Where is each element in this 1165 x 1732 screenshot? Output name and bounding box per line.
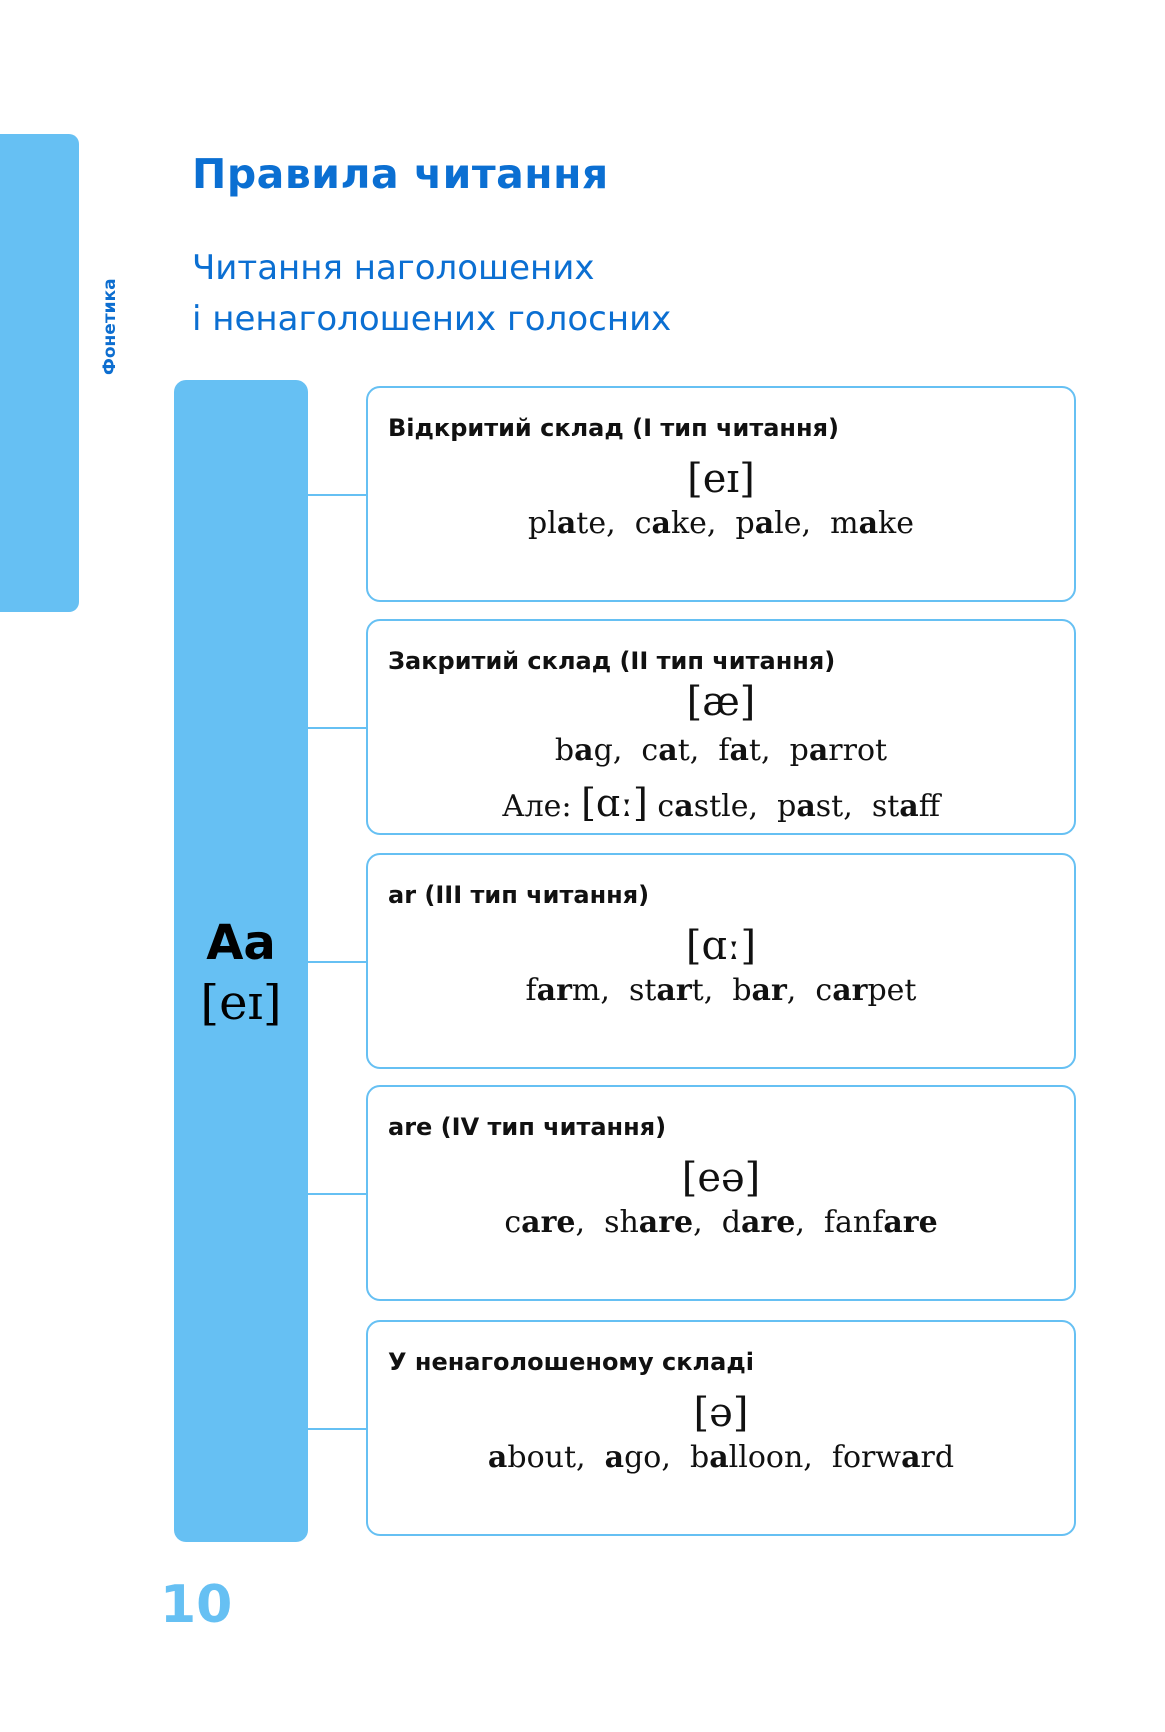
- example-word: parrot: [789, 733, 888, 768]
- example-word: start: [628, 973, 704, 1008]
- example-word: farm: [525, 973, 601, 1008]
- example-word: care: [504, 1205, 576, 1240]
- example-word: dare: [721, 1205, 796, 1240]
- rule-card: Відкритий склад (I тип читання) [eɪ] pla…: [366, 386, 1076, 602]
- rule-heading: ar (III тип читання): [388, 881, 650, 909]
- rule-card: У ненаголошеному складі [ə] about, ago, …: [366, 1320, 1076, 1536]
- rule-sound: [ə]: [693, 1390, 749, 1436]
- example-word: cake: [634, 506, 707, 541]
- rule-heading: Відкритий склад (I тип читання): [388, 414, 839, 442]
- example-words: bag, cat, fat, parrot: [554, 733, 888, 768]
- rule-card: Закритий склад (II тип читання) [æ] bag,…: [366, 619, 1076, 835]
- page-subtitle: Читання наголошених і ненаголошених голо…: [192, 243, 671, 345]
- rule-heading: are (IV тип читання): [388, 1113, 667, 1141]
- example-word: forward: [831, 1440, 955, 1475]
- exception-line: Але: [ɑː] castle, past, staff: [501, 781, 941, 825]
- subtitle-line: і ненаголошених голосних: [192, 299, 672, 339]
- exception-sound: [ɑː]: [581, 781, 648, 825]
- letter-sound: [eɪ]: [200, 975, 282, 1031]
- example-word: balloon: [689, 1440, 804, 1475]
- letter-name: Aa: [206, 915, 276, 971]
- example-words: plate, cake, pale, make: [528, 506, 914, 541]
- connector-line: [308, 961, 366, 963]
- rule-sound: [æ]: [686, 679, 756, 725]
- rule-sound: [ɑː]: [685, 923, 757, 969]
- example-word: past: [777, 789, 844, 824]
- rule-heading: Закритий склад (II тип читання): [388, 647, 836, 675]
- example-words: farm, start, bar, carpet: [525, 973, 917, 1008]
- connector-line: [308, 494, 366, 496]
- rule-card: are (IV тип читання) [eə] care, share, d…: [366, 1085, 1076, 1301]
- example-word: ago: [604, 1440, 662, 1475]
- example-word: carpet: [815, 973, 917, 1008]
- connector-line: [308, 1193, 366, 1195]
- rule-heading: У ненаголошеному складі: [388, 1348, 754, 1376]
- example-word: castle: [657, 789, 749, 824]
- example-words: care, share, dare, fanfare: [504, 1205, 938, 1240]
- rule-sound: [eɪ]: [687, 456, 755, 502]
- exception-label: Але:: [501, 789, 572, 824]
- page-title: Правила читання: [192, 150, 609, 198]
- subtitle-line: Читання наголошених: [192, 248, 595, 288]
- connector-line: [308, 1428, 366, 1430]
- example-word: staff: [871, 789, 941, 824]
- section-tab: [0, 134, 79, 612]
- example-word: bag: [554, 733, 613, 768]
- example-word: fanfare: [823, 1205, 938, 1240]
- example-word: share: [604, 1205, 694, 1240]
- example-word: make: [830, 506, 914, 541]
- example-word: about: [487, 1440, 577, 1475]
- example-word: pale: [735, 506, 802, 541]
- rule-card: ar (III тип читання) [ɑː] farm, start, b…: [366, 853, 1076, 1069]
- example-words: about, ago, balloon, forward: [487, 1440, 955, 1475]
- section-label: Фонетика: [100, 278, 120, 375]
- page-number: 10: [160, 1575, 233, 1635]
- example-word: fat: [718, 733, 761, 768]
- example-word: bar: [732, 973, 787, 1008]
- example-word: plate: [528, 506, 607, 541]
- connector-line: [308, 727, 366, 729]
- letter-column: [174, 380, 308, 1542]
- example-word: cat: [641, 733, 690, 768]
- rule-sound: [eə]: [681, 1155, 761, 1201]
